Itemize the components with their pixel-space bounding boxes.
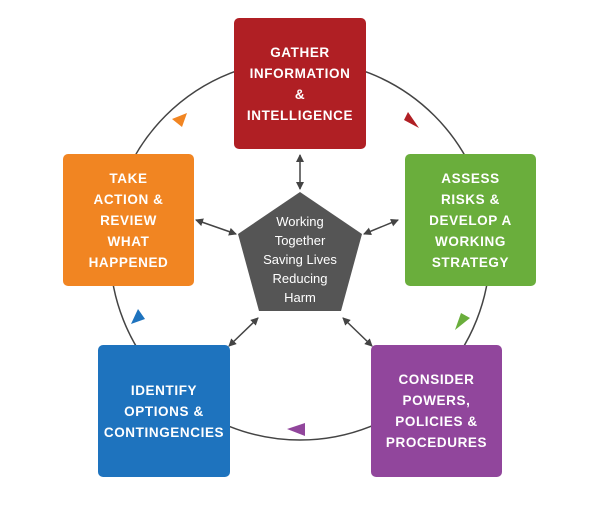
center-pentagon xyxy=(238,192,362,311)
step-label-gather: GATHER INFORMATION & INTELLIGENCE xyxy=(246,44,354,123)
connector-assess xyxy=(363,218,399,236)
center-label: Working Together Saving Lives Reducing H… xyxy=(263,214,337,305)
step-label-identify: IDENTIFY OPTIONS & CONTINGENCIES xyxy=(103,382,225,440)
step-box-gather: GATHER INFORMATION & INTELLIGENCE xyxy=(234,18,366,149)
step-box-consider: CONSIDER POWERS, POLICIES & PROCEDURES xyxy=(371,345,502,477)
cycle-arrow-to-consider xyxy=(455,313,470,330)
cycle-arrow-to-take xyxy=(131,309,145,324)
step-box-identify: IDENTIFY OPTIONS & CONTINGENCIES xyxy=(98,345,230,477)
connector-consider xyxy=(342,317,373,347)
cycle-arrow-to-gather xyxy=(172,113,187,127)
connector-identify xyxy=(228,317,259,347)
cycle-arrow-to-identify xyxy=(287,423,305,436)
step-box-assess: ASSESS RISKS & DEVELOP A WORKING STRATEG… xyxy=(405,154,536,286)
step-label-take: TAKE ACTION & REVIEW WHAT HAPPENED xyxy=(88,170,169,270)
connector-take xyxy=(195,218,237,236)
step-box-take: TAKE ACTION & REVIEW WHAT HAPPENED xyxy=(63,154,194,286)
step-label-assess: ASSESS RISKS & DEVELOP A WORKING STRATEG… xyxy=(429,170,512,270)
step-label-consider: CONSIDER POWERS, POLICIES & PROCEDURES xyxy=(385,372,488,450)
cycle-arrow-to-assess xyxy=(404,112,419,128)
